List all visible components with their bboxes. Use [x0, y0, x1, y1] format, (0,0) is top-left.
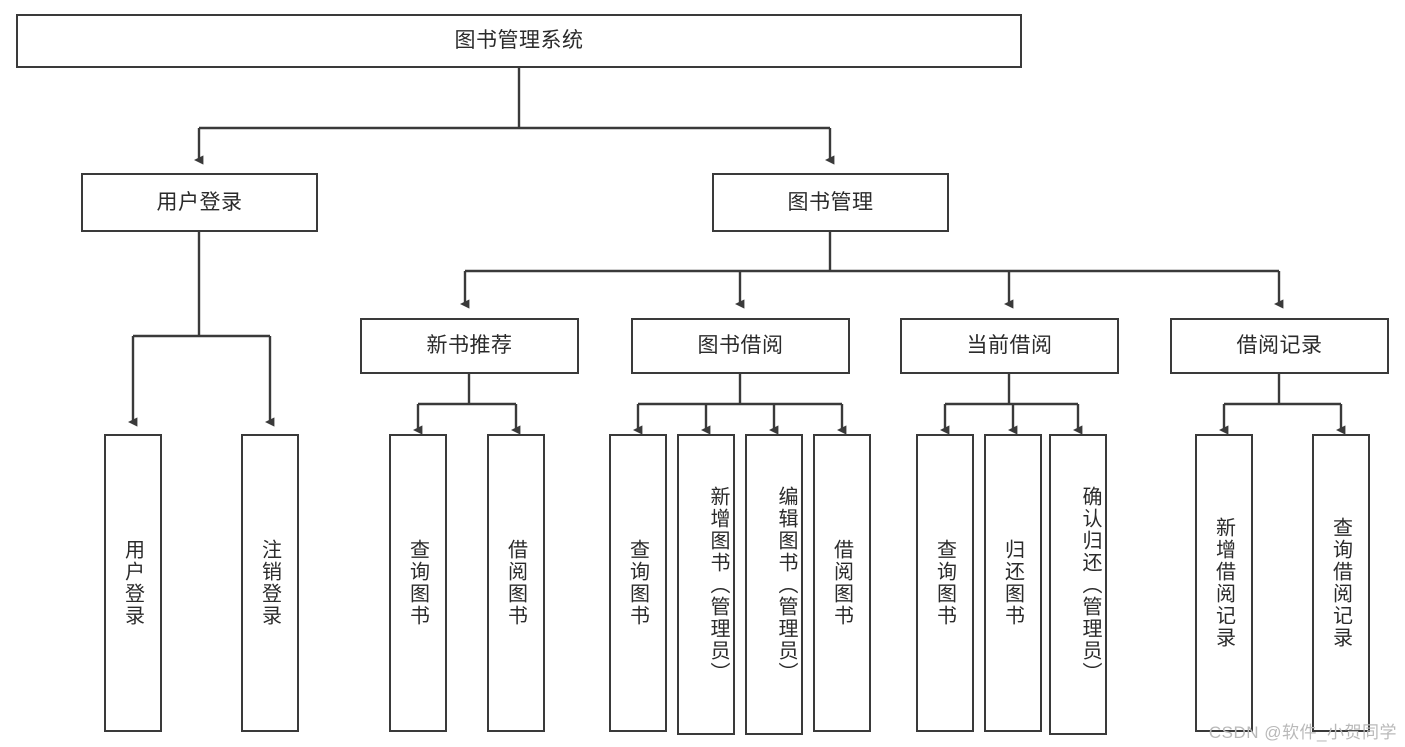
node-borrow-record[interactable]: 借阅记录 [1170, 318, 1389, 374]
node-label: 查询图书 [626, 539, 649, 627]
node-label: 借阅记录 [1236, 334, 1323, 358]
watermark-text: CSDN @软件_小贺同学 [1208, 723, 1397, 742]
leaf-book-borrow-borrow[interactable]: 借阅图书 [813, 434, 871, 732]
node-label: 新书推荐 [426, 334, 513, 358]
node-root-system[interactable]: 图书管理系统 [16, 14, 1022, 68]
leaf-borrow-record-query[interactable]: 查询借阅记录 [1312, 434, 1370, 732]
leaf-new-book-query[interactable]: 查询图书 [389, 434, 447, 732]
leaf-current-borrow-confirm-admin[interactable]: 确认归还（管理员） [1049, 434, 1107, 735]
leaf-current-borrow-query[interactable]: 查询图书 [916, 434, 974, 732]
node-label: 用户登录 [156, 190, 243, 214]
node-label: 用户登录 [121, 539, 144, 627]
node-label: 借阅图书 [830, 539, 853, 627]
leaf-book-borrow-add-admin[interactable]: 新增图书（管理员） [677, 434, 735, 735]
node-label: 归还图书 [1001, 539, 1024, 627]
node-label: 新增图书（管理员） [707, 485, 729, 684]
node-label: 图书管理 [787, 190, 874, 214]
node-label: 确认归还（管理员） [1079, 485, 1101, 684]
node-label: 查询图书 [406, 539, 429, 627]
leaf-user-login-logout[interactable]: 注销登录 [241, 434, 299, 732]
node-current-borrow[interactable]: 当前借阅 [900, 318, 1119, 374]
leaf-user-login-login[interactable]: 用户登录 [104, 434, 162, 732]
node-label: 查询借阅记录 [1329, 517, 1352, 649]
leaf-book-borrow-edit-admin[interactable]: 编辑图书（管理员） [745, 434, 803, 735]
node-label: 当前借阅 [966, 334, 1053, 358]
node-label: 图书管理系统 [454, 29, 584, 53]
node-label: 查询图书 [933, 539, 956, 627]
node-book-management[interactable]: 图书管理 [712, 173, 949, 232]
leaf-current-borrow-return[interactable]: 归还图书 [984, 434, 1042, 732]
node-label: 编辑图书（管理员） [775, 485, 797, 684]
node-label: 新增借阅记录 [1212, 517, 1235, 649]
node-new-book-recommend[interactable]: 新书推荐 [360, 318, 579, 374]
leaf-book-borrow-query[interactable]: 查询图书 [609, 434, 667, 732]
node-label: 图书借阅 [697, 334, 784, 358]
leaf-new-book-borrow[interactable]: 借阅图书 [487, 434, 545, 732]
node-label: 借阅图书 [504, 539, 527, 627]
node-label: 注销登录 [258, 539, 281, 627]
node-user-login[interactable]: 用户登录 [81, 173, 318, 232]
node-book-borrow[interactable]: 图书借阅 [631, 318, 850, 374]
leaf-borrow-record-add[interactable]: 新增借阅记录 [1195, 434, 1253, 732]
